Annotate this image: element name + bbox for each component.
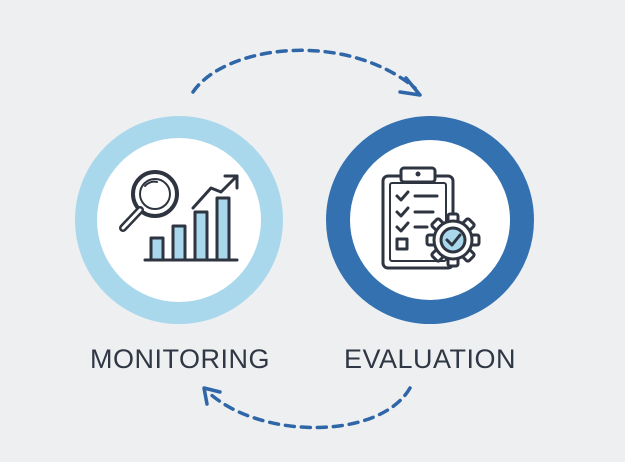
monitoring-node — [75, 116, 283, 324]
arrow-evaluation-to-monitoring — [206, 386, 412, 430]
arrow-monitoring-to-evaluation — [191, 48, 417, 94]
arrowhead-evaluation — [398, 76, 422, 97]
evaluation-label: EVALUATION — [343, 344, 517, 374]
magnifier-bar-chart-icon — [119, 170, 239, 262]
monitoring-label: MONITORING — [90, 344, 270, 374]
evaluation-node — [326, 116, 534, 324]
arrowhead-monitoring — [202, 386, 222, 406]
clipboard-checklist-gear-icon — [381, 166, 481, 270]
